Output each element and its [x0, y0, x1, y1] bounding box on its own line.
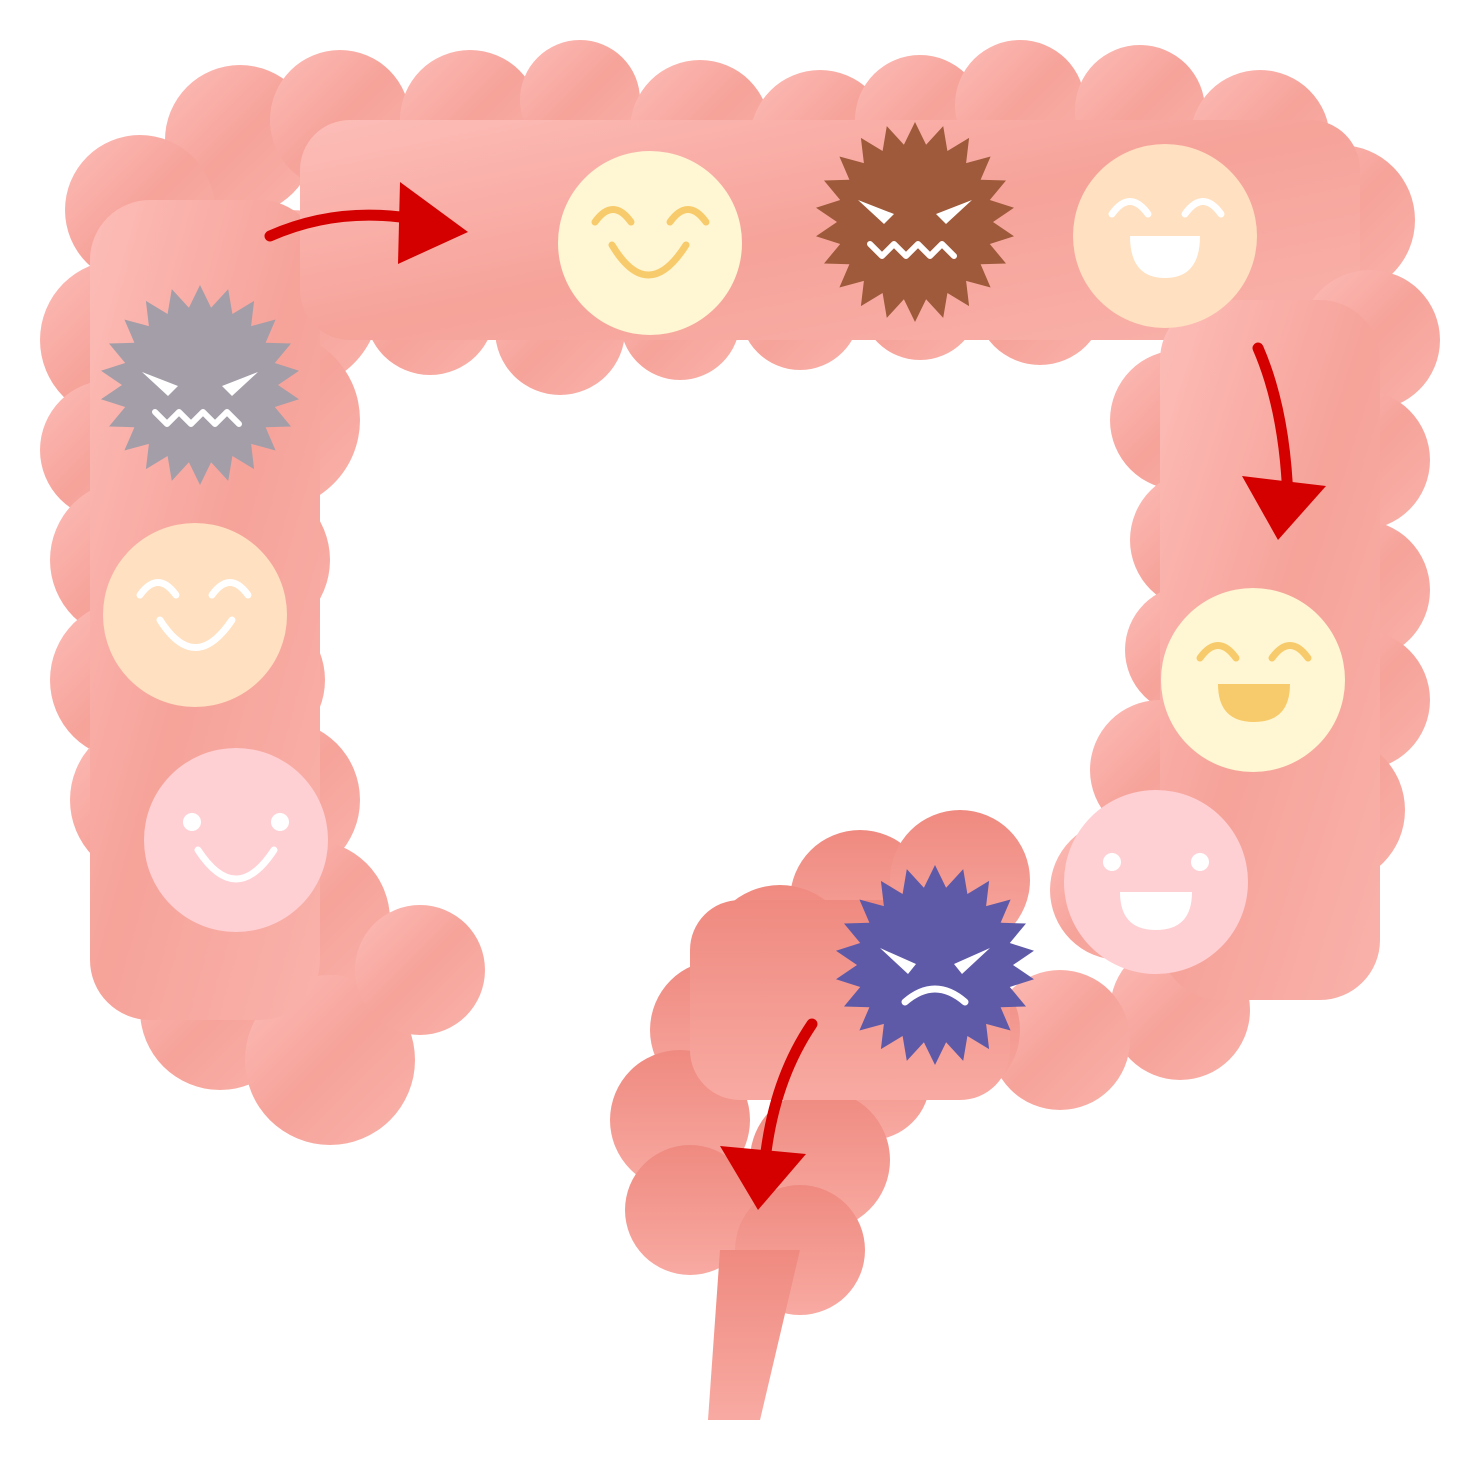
flow-arrow-right-icon [1242, 342, 1326, 540]
good-germ-peach-laughing-icon [1073, 144, 1257, 328]
good-germ-cream-icon [558, 151, 742, 335]
good-germ-peach-icon [103, 523, 287, 707]
flow-arrow-bottom-icon [720, 1018, 818, 1210]
good-germ-pink-icon [144, 748, 328, 932]
good-germ-pink-laughing-icon [1064, 790, 1248, 974]
bad-germ-purple-icon [836, 865, 1034, 1065]
good-germ-cream-laughing-icon [1161, 588, 1345, 772]
bad-germ-gray-icon [101, 285, 299, 485]
flow-arrow-top-icon [264, 182, 468, 264]
bad-germ-brown-icon [816, 122, 1014, 322]
